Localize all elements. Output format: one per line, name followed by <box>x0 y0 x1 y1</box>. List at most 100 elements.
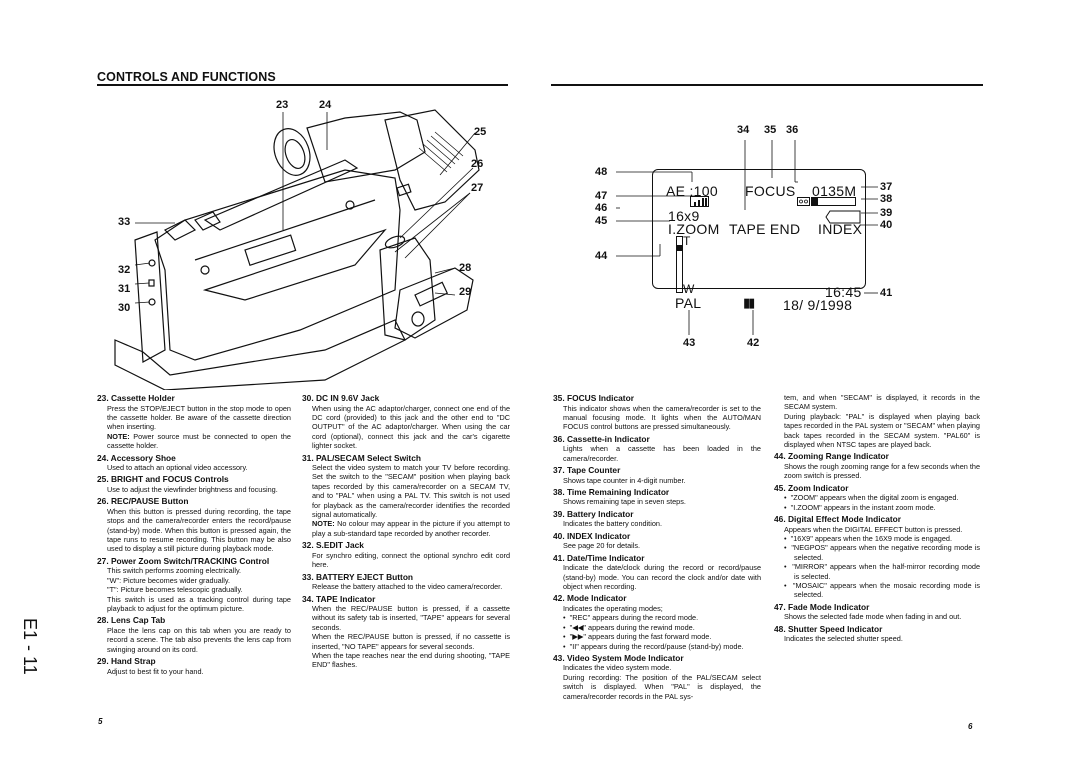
bullet-dot: • <box>784 562 793 572</box>
function-entry-title: 38. Time Remaining Indicator <box>553 486 670 497</box>
function-entry-bullet: • "◀◀" appears during the rewind mode. <box>553 623 761 632</box>
viewfinder-leader-lines <box>616 140 878 335</box>
cassette-in-and-time-remaining <box>797 197 856 206</box>
function-entry-title: 28. Lens Cap Tab <box>97 615 166 626</box>
function-entry-title: 26. REC/PAUSE Button <box>97 496 189 507</box>
time-remaining-bar <box>811 197 856 206</box>
zoom-indicator: I.ZOOM <box>668 221 720 237</box>
function-entry-text: Lights when a cassette has been loaded i… <box>563 444 761 463</box>
bullet-dot: • <box>563 632 570 642</box>
callout-46: 46 <box>595 202 608 214</box>
function-entry-bullet: • "NEGPOS" appears when the negative rec… <box>774 543 980 562</box>
bullet-dot: • <box>784 502 791 512</box>
function-entry-text: When the REC/PAUSE button is pressed, if… <box>312 604 510 632</box>
side-page-label: E1 - 11 <box>20 618 40 675</box>
callout-37: 37 <box>880 181 893 193</box>
function-entry-text: Press the STOP/EJECT button in the stop … <box>107 403 291 432</box>
zoom-tele-label: T <box>683 234 691 248</box>
function-entry-text: See page 20 for details. <box>563 541 641 551</box>
function-entry-title: 47. Fade Mode Indicator <box>774 601 870 612</box>
function-entry-bullet: • "16X9" appears when the 16X9 mode is e… <box>774 534 980 543</box>
function-entry-title: 27. Power Zoom Switch/TRACKING Control <box>97 555 270 566</box>
function-entry-title: 41. Date/Time Indicator <box>553 552 645 563</box>
function-entry-text: During playback: "PAL" is displayed when… <box>784 411 980 450</box>
callout-43: 43 <box>683 337 696 349</box>
function-entry-title: 33. BATTERY EJECT Button <box>302 571 414 582</box>
function-entry-text: Shows the rough zooming range for a few … <box>784 461 980 481</box>
date-indicator: 18/ 9/1998 <box>783 297 853 313</box>
function-entry-title: 43. Video System Mode Indicator <box>553 652 684 663</box>
function-entry-text: This switch performs zooming electricall… <box>107 566 242 576</box>
bullet-dot: • <box>563 613 570 623</box>
function-entry-text: Appears when the DIGITAL EFFECT button i… <box>784 524 963 534</box>
function-entry-title: 30. DC IN 9.6V Jack <box>302 393 380 403</box>
function-entry-bullet: • "MOSAIC" appears when the mosaic recor… <box>774 581 980 600</box>
function-entry-text: When the REC/PAUSE button is pressed, if… <box>312 632 510 651</box>
callout-32: 32 <box>118 264 131 276</box>
note-label: NOTE: <box>107 431 130 441</box>
page-number-left: 5 <box>98 717 103 726</box>
bullet-dot: • <box>563 622 570 632</box>
function-entry-text: Use to adjust the viewfinder brightness … <box>107 484 278 494</box>
shutter-speed-indicator: AE :100 <box>666 183 718 199</box>
callout-24: 24 <box>319 99 332 111</box>
fade-mode-icon <box>690 196 709 207</box>
function-entry-title: 37. Tape Counter <box>553 465 621 476</box>
function-entry-title: 36. Cassette-in Indicator <box>553 433 650 444</box>
bullet-text: "16X9" appears when the 16X9 mode is eng… <box>790 533 952 543</box>
bullet-dot: • <box>563 641 570 651</box>
note-text: Power source must be connected to open t… <box>107 431 291 451</box>
function-entry-text: Indicates the battery condition. <box>563 519 662 529</box>
callout-34: 34 <box>737 124 750 136</box>
callout-27: 27 <box>471 182 484 194</box>
function-entry-title: 35. FOCUS Indicator <box>553 393 634 403</box>
function-entry-bullet: • "▶▶" appears during the fast forward m… <box>553 632 761 641</box>
callout-30: 30 <box>118 302 131 314</box>
function-entry: tem, and when "SECAM" is displayed, it r… <box>774 393 980 449</box>
bullet-text: "NEGPOS" appears when the negative recor… <box>791 543 980 562</box>
function-entry-text: Indicates the operating modes; <box>563 603 663 613</box>
callout-40: 40 <box>880 219 893 231</box>
function-entry: 45. Zoom Indicator• "ZOOM" appears when … <box>774 483 980 512</box>
function-entry-bullet: • "ZOOM" appears when the digital zoom i… <box>774 493 980 502</box>
function-entry-text: Indicates the selected shutter speed. <box>784 634 903 644</box>
eyecup-shape <box>273 128 311 176</box>
video-system-indicator: PAL <box>675 295 702 311</box>
index-indicator: INDEX <box>818 221 863 237</box>
function-entry-text: Shows tape counter in 4-digit number. <box>563 475 686 485</box>
function-entry-text: Shows remaining tape in seven steps. <box>563 497 686 507</box>
bullet-dot: • <box>784 581 793 590</box>
tape-counter: 0135M <box>812 183 857 199</box>
camcorder-illustration <box>114 109 480 390</box>
callout-25: 25 <box>474 126 487 138</box>
mode-indicator: ▮▮ <box>743 295 755 310</box>
function-entry-title: 34. TAPE Indicator <box>302 593 376 604</box>
callout-44: 44 <box>595 250 608 262</box>
function-entry-title: 32. S.EDIT Jack <box>302 540 364 551</box>
callout-45: 45 <box>595 215 608 227</box>
bullet-text: "MIRROR" appears when the half-mirror re… <box>792 562 981 581</box>
callout-41: 41 <box>880 287 893 299</box>
function-entry-text: Place the lens cap on this tab when you … <box>107 625 291 654</box>
header-rule-left <box>97 84 508 86</box>
function-entry-text: When using the AC adaptor/charger, conne… <box>312 403 510 451</box>
function-entry-text: When this button is pressed during recor… <box>107 506 291 554</box>
callout-33: 33 <box>118 216 131 228</box>
zooming-range-bar <box>676 236 683 293</box>
section-title: CONTROLS AND FUNCTIONS <box>97 70 276 84</box>
